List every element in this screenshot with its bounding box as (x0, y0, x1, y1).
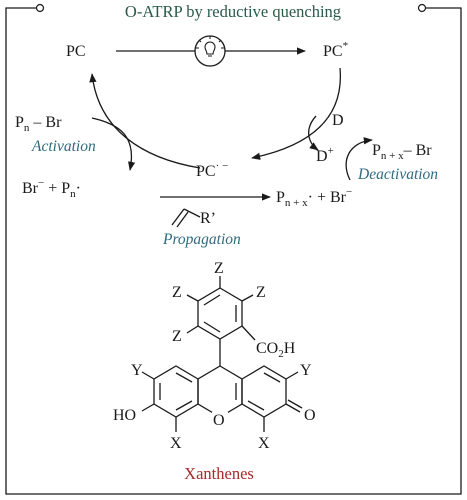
x-left-label: X (170, 435, 182, 452)
carboxyl-label: CO2H (256, 340, 296, 360)
hydroxyl-label: HO (113, 407, 136, 424)
dormant-long-chain-label: Pn + x– Br (372, 142, 432, 162)
donor-label: D (332, 112, 344, 129)
z-left-upper-label: Z (172, 284, 182, 301)
frame (5, 3, 462, 495)
pc-label: PC (66, 43, 86, 60)
donor-cation-label: D+ (316, 145, 334, 165)
z-left-lower-label: Z (172, 328, 182, 345)
propagated-chain-label: Pn + x· + Br− (276, 186, 352, 209)
monomer-substituent-label: R’ (200, 210, 216, 227)
y-right-label: Y (300, 362, 312, 379)
deactivation-label: Deactivation (357, 166, 438, 183)
ring-oxygen-mask (212, 412, 228, 428)
propagation-label: Propagation (162, 231, 241, 248)
radical-products-label: Br− + Pn· (22, 177, 81, 200)
z-right-upper-label: Z (256, 284, 266, 301)
ketone-oxygen-label: O (304, 407, 316, 424)
deactivation-arrow (345, 137, 373, 181)
dormant-chain-label: Pn – Br (15, 114, 62, 134)
z-top-label: Z (214, 260, 224, 277)
ring-oxygen-label: O (213, 412, 225, 429)
oxidation-arrow (89, 73, 201, 169)
activation-arrow (91, 117, 136, 171)
pc-radical-anion-label: PC· − (196, 160, 228, 180)
lightbulb-icon (194, 35, 226, 67)
y-left-label: Y (131, 362, 143, 379)
reduction-arrow (251, 67, 341, 160)
pc-excited-label: PC* (323, 40, 348, 60)
activation-label: Activation (31, 138, 96, 155)
compound-class-label: Xanthenes (184, 464, 254, 483)
x-right-label: X (258, 435, 270, 452)
donor-arrow (308, 115, 319, 151)
diagram-title: O-ATRP by reductive quenching (125, 2, 341, 21)
monomer-structure (171, 208, 201, 228)
